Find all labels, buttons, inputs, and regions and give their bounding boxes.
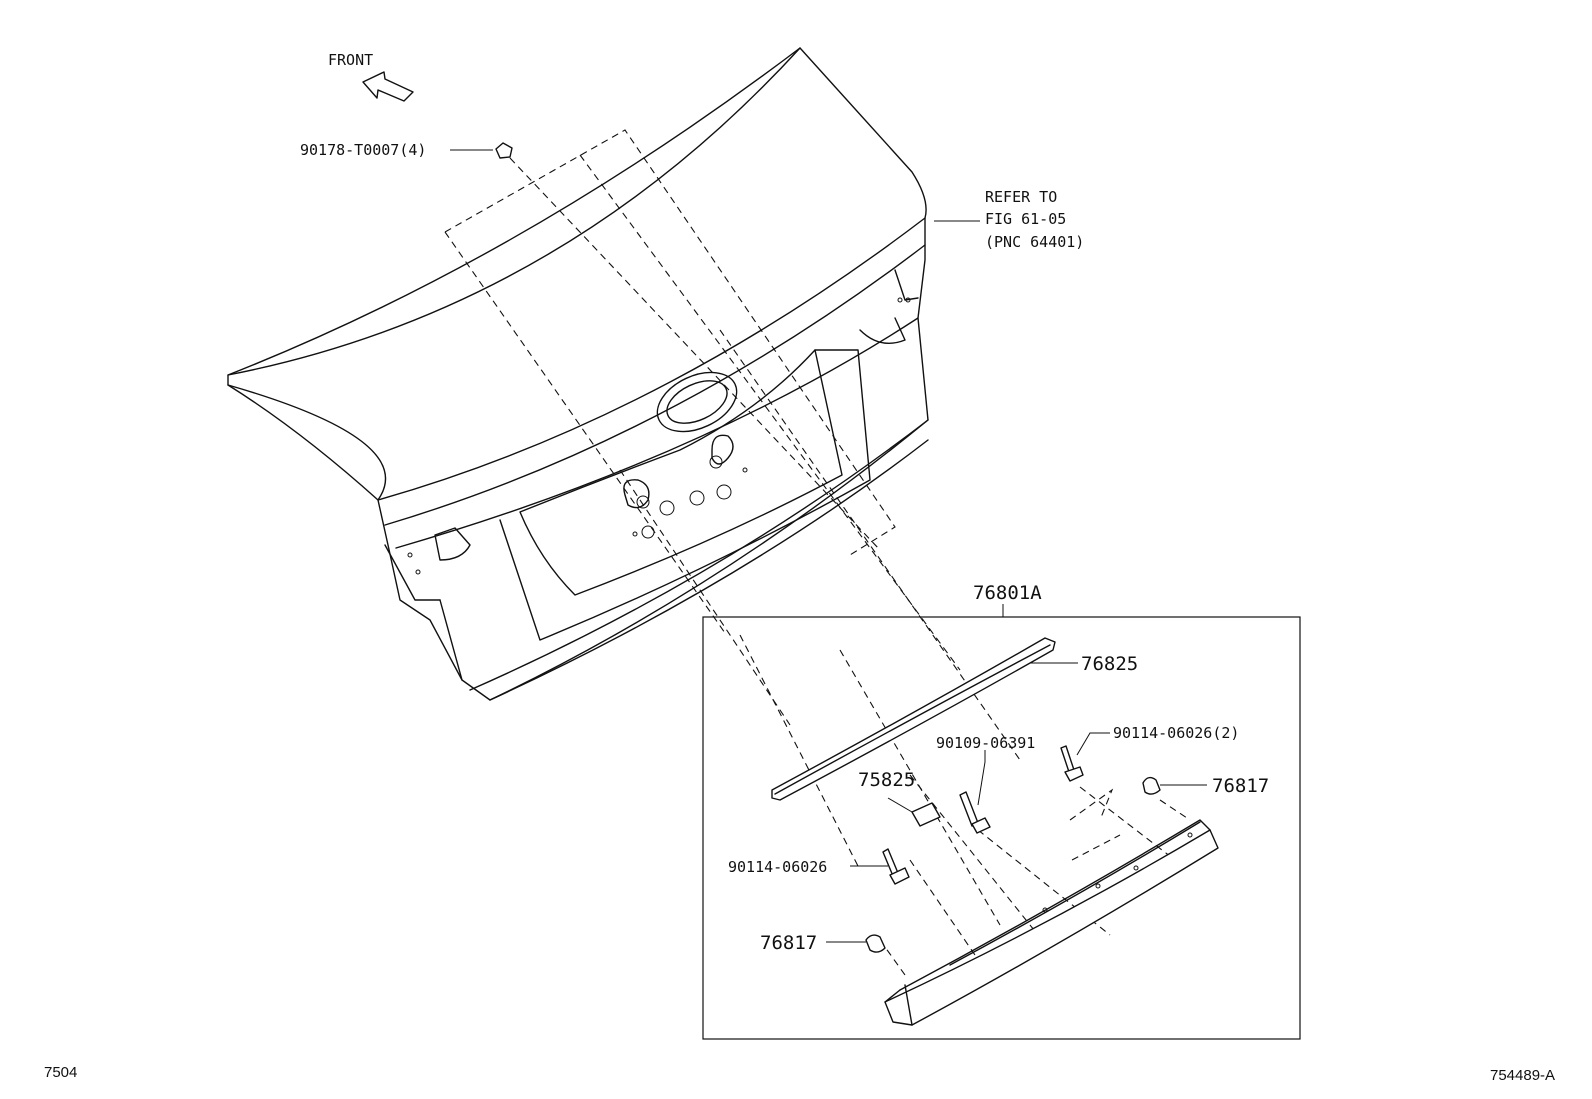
front-arrow-icon <box>362 71 414 102</box>
clip-right-part: 76817 <box>1142 775 1269 797</box>
screw-right-label: 90114-06026(2) <box>1113 724 1239 742</box>
bolt-center-part: 90109-06391 <box>936 734 1035 834</box>
clip-left-part: 76817 <box>760 932 886 954</box>
weatherstrip-label: 76825 <box>1081 653 1138 675</box>
refer-line1: REFER TO <box>985 188 1057 206</box>
assembly-projection-lines <box>444 129 1191 976</box>
screw-left-label: 90114-06026 <box>728 858 827 876</box>
weatherstrip-part: 76825 <box>771 637 1138 801</box>
pad-part: 75825 <box>858 769 941 827</box>
garnish-molding-part <box>884 819 1219 1026</box>
front-label: FRONT <box>328 51 373 69</box>
trunk-lid <box>227 47 929 701</box>
pad-label: 75825 <box>858 769 915 791</box>
clip-left-label: 76817 <box>760 932 817 954</box>
front-indicator: FRONT <box>328 51 414 102</box>
footer-left-code: 7504 <box>44 1064 77 1081</box>
refer-note: REFER TO FIG 61-05 (PNC 64401) <box>934 188 1084 251</box>
footer-right-code: 754489-A <box>1490 1067 1555 1084</box>
clip-right-label: 76817 <box>1212 775 1269 797</box>
screw-left-part: 90114-06026 <box>728 848 910 885</box>
clip-top-label: 90178-T0007(4) <box>300 141 426 159</box>
bolt-center-label: 90109-06391 <box>936 734 1035 752</box>
clip-top-part: 90178-T0007(4) <box>300 141 513 159</box>
refer-line2: FIG 61-05 <box>985 210 1066 228</box>
screw-right-part: 90114-06026(2) <box>1060 724 1239 782</box>
assembly-label: 76801A <box>973 582 1042 604</box>
refer-line3: (PNC 64401) <box>985 233 1084 251</box>
assembly-box: 76801A <box>702 582 1301 1040</box>
